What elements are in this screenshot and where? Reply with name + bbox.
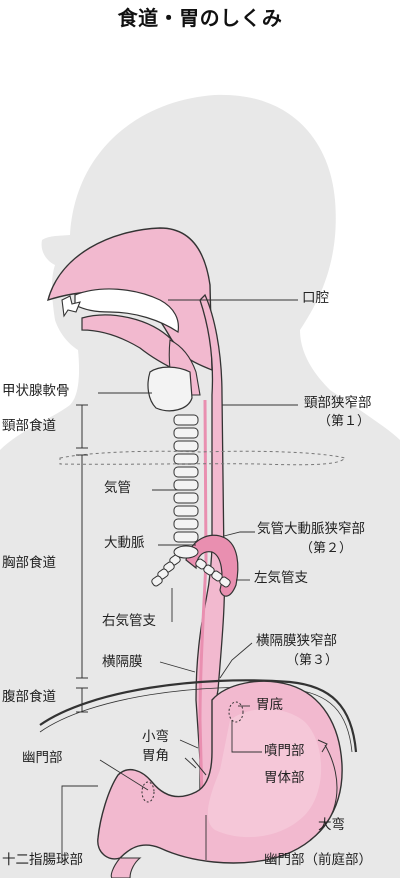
label-lesser-curvature: 小弯 [142,729,169,745]
label-cardia: 噴門部 [264,743,305,759]
label-stomach-body: 胃体部 [264,770,305,786]
thyroid-cartilage [147,366,193,412]
label-diaphragm: 横隔膜 [102,654,143,670]
duodenum [110,857,142,878]
label-aorta: 大動脈 [104,535,145,551]
bronchi [151,545,231,588]
label-antrum: 幽門部（前庭部） [264,852,372,868]
label-stricture-third: （第３） [286,653,339,668]
page-title: 食道・胃のしくみ [117,6,283,30]
teeth [61,295,81,318]
cardia-sphincter [228,701,244,723]
label-pylorus: 幽門部 [22,750,63,766]
label-cervical-esophagus: 頸部食道 [2,418,56,434]
greater-curvature-arrowhead [317,739,328,753]
label-stricture-first: （第１） [318,414,371,429]
label-duodenal-bulb: 十二指腸球部 [2,852,83,868]
label-oral-cavity: 口腔 [302,290,329,306]
label-tracheal-aortic-stricture: 気管大動脈狭窄部 [257,521,365,537]
label-greater-curvature: 大弯 [318,817,345,833]
label-left-bronchus: 左気管支 [254,570,308,586]
label-fundus: 胃底 [256,697,283,713]
palate [74,288,180,334]
label-trachea: 気管 [104,480,131,496]
trachea [173,414,199,543]
label-cervical-stricture: 頸部狭窄部 [304,395,372,411]
label-diaphragm-stricture: 横隔膜狭窄部 [256,633,337,649]
label-abdominal-esophagus: 腹部食道 [2,689,56,705]
label-stricture-second: （第２） [300,541,353,556]
pyloric-sphincter [141,781,155,803]
section-brackets [76,404,88,713]
label-thoracic-esophagus: 胸部食道 [2,555,56,571]
leader-lines [61,299,298,862]
stomach-highlight [207,708,322,838]
lesser-curvature-arrow [191,757,207,776]
diaphragm-curve [39,679,358,753]
greater-curvature-arrow [309,744,338,841]
label-thyroid-cartilage: 甲状腺軟骨 [2,383,70,399]
label-angular-incisure: 胃角 [142,748,169,764]
label-right-bronchus: 右気管支 [102,613,156,629]
